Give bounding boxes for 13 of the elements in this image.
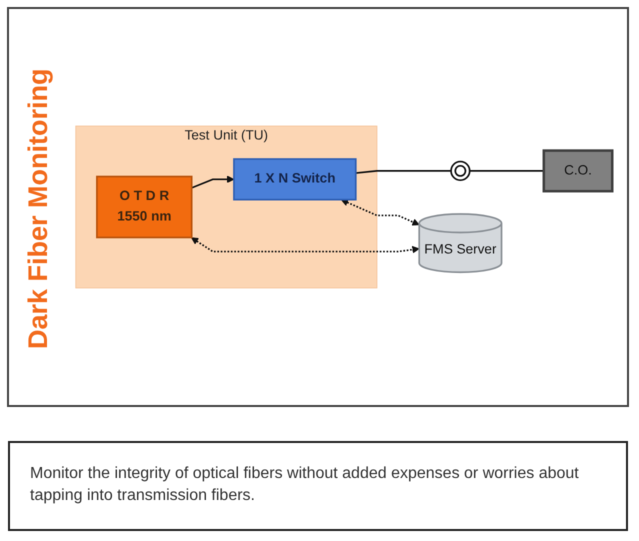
node-box xyxy=(96,176,193,238)
diagram-title: Dark Fiber Monitoring xyxy=(23,68,54,352)
arrow xyxy=(191,237,420,254)
node-box xyxy=(542,149,614,192)
node-circle xyxy=(450,160,471,182)
arrow xyxy=(191,176,234,189)
cluster xyxy=(75,126,378,288)
connector xyxy=(470,170,544,172)
arrow xyxy=(340,199,420,226)
diagram-frame: Dark Fiber Monitoring Test Unit (TU) O T D R 1550 nm 1 X N Switch C.O. FMS Server xyxy=(7,7,629,407)
connector xyxy=(356,170,452,174)
node-box xyxy=(233,158,357,200)
caption-text: Monitor the integrity of optical fibers without added expenses or worries about tapping into transmission fibers. xyxy=(30,464,580,506)
